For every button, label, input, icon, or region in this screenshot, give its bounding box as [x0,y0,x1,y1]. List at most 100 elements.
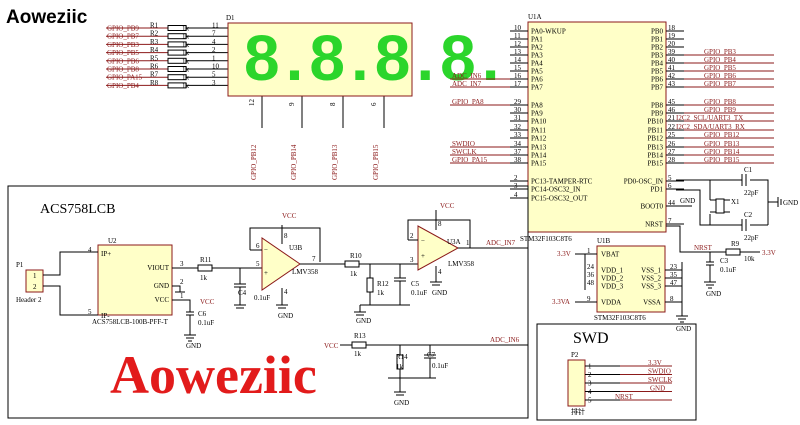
r10-value: 1k [350,270,358,278]
mcu-right-pinno-17: 6 [668,182,672,190]
u3a-part: LMV358 [448,260,475,268]
mcu-left-name-14: PA14 [531,152,547,160]
reset-r: R9 [731,240,740,248]
mcu-right-name-12: PB12 [647,135,663,143]
u2-cap: C6 [198,310,207,318]
u1b-pin-no-0: 1 [587,247,591,255]
u3b-pin6: 6 [256,242,260,250]
p1-designator: P1 [16,261,24,269]
reset-c-value: 0.1uF [720,266,736,274]
mcu-right-pinno-13: 26 [668,140,676,148]
u1b-designator: U1B [597,237,611,245]
mcu-left-name-18: PC15-OSC32_OUT [531,195,588,203]
u1b-pin-no-7: 47 [670,279,678,287]
sensor-frame [7,185,529,419]
mcu-right-name-8: PB8 [651,102,664,110]
mcu-designator: U1A [528,13,542,21]
mcu-right-pinno-18: 44 [668,199,676,207]
amplifier-section: VCC U3B LMV358 GND − + 6 5 7 8 4 C4 0.1u… [172,202,528,325]
mcu-left-pinno-14: 37 [514,148,522,156]
mcu-left-pinno-16: 2 [514,174,518,182]
divider-gnd: GND [394,399,409,407]
divider-section: VCC R13 1k R14 1k C7 0.1uF ADC_IN6 GND [324,332,528,407]
u2-pin-name-0: IP+ [101,250,111,258]
mcu-right-pinno-4: 40 [668,56,676,64]
u1b-rails: 3.3V 3.3VA GND [552,250,691,333]
swd-net-3: GND [650,385,665,393]
svg-text:+: + [421,252,425,260]
amp-out-net: ADC_IN7 [486,239,516,247]
mcu-right-net-11: I2C2_SDA/UART3_RX [676,123,745,131]
mcu-left-pinno-8: 29 [514,98,522,106]
mcu-right-name-9: PB9 [651,110,664,118]
watermark: Aoweziic [110,345,317,405]
mcu-right-net-9: GPIO_PB9 [704,106,736,114]
r14-value: 1k [396,363,404,371]
seg-resistor-value-0: 1k [182,25,190,33]
crystal-x1: X1 [731,198,740,206]
mcu-left-pinno-2: 12 [514,40,522,48]
seg-resistor-value-4: 1k [182,57,190,65]
u1b-pin-name-4: VDDA [601,299,621,307]
header-p1 [25,269,44,293]
mcu-left-pinno-13: 34 [514,140,522,148]
mcu-right-net-13: GPIO_PB13 [704,140,740,148]
sensor-frame-title: ACS758LCB [40,202,115,217]
u3b-part: LMV358 [292,268,319,276]
mcu-left-pinno-18: 4 [514,191,518,199]
mcu-left-name-13: PA13 [531,144,547,152]
display-digits: 8.8.8.8. [244,22,506,94]
u3a-pin2: 2 [410,232,414,240]
u1b-pin-name-3: VDD_3 [601,283,624,291]
u1b-pin-no-6: 35 [670,271,678,279]
mcu-right-name-16: PD0-OSC_IN [624,178,663,186]
u1b-pin-name-1: VDD_1 [601,267,624,275]
u2-part: ACS758LCB-100B-PFF-T [92,318,169,326]
seg-pin-6: 5 [212,71,216,79]
u1b-pin-name-5: VSS_1 [641,267,661,275]
digit-pin-1: 9 [288,102,296,106]
u1b-pin-name-7: VSS_3 [641,283,661,291]
mcu-left-name-2: PA2 [531,44,543,52]
mcu-right-name-19: NRST [645,221,664,229]
crystal-c1: C1 [744,166,753,174]
mcu-right-pinno-1: 19 [668,32,676,40]
mcu-right-net-6: GPIO_PB6 [704,72,736,80]
u3a-pin3: 3 [410,256,414,264]
seg-resistor-label-5: R6 [150,63,159,71]
seven-seg-display [227,22,413,97]
mcu-left-name-16: PC13-TAMPER-RTC [531,178,593,186]
u1b-33va: 3.3VA [552,298,570,306]
mcu-left-name-10: PA10 [531,118,547,126]
mcu-right-name-0: PB0 [651,28,664,36]
u3b-pin8: 8 [284,232,288,240]
mcu-right-name-11: PB11 [648,127,664,135]
r11-value: 1k [200,274,208,282]
mcu-right-pinno-3: 39 [668,48,676,56]
mcu-right-pinno-16: 5 [668,174,672,182]
seg-pin-3: 2 [212,46,216,54]
mcu-left-net-15: GPIO_PA15 [452,156,488,164]
seg-resistor-label-1: R2 [150,30,159,38]
reset-r-value: 10k [744,255,755,263]
u1b-pin-no-5: 23 [670,263,678,271]
seg-pin-2: 4 [212,38,216,46]
mcu-left-name-4: PA4 [531,60,543,68]
seg-pin-4: 1 [212,54,216,62]
seg-resistor-label-3: R4 [150,46,159,54]
mcu-right-net-10: I2C2_SCL/UART3_TX [676,114,743,122]
mcu-right-name-14: PB14 [647,152,663,160]
u1b-pin-no-1: 24 [587,263,595,271]
reset-section: NRST R9 10k C3 0.1uF 3.3V GND [666,225,776,298]
mcu-right-pinno-11: 22 [668,123,676,131]
mcu-right-pinno-15: 28 [668,156,676,164]
mcu-right-name-18: BOOT0 [640,203,663,211]
seg-pin-0: 11 [212,22,219,30]
u2-pin-no-3: 2 [180,278,184,286]
mcu-left-name-5: PA5 [531,68,543,76]
mcu-left-net-8: GPIO_PA8 [452,98,484,106]
c7-value: 0.1uF [432,362,448,370]
mcu-left-pinno-9: 30 [514,106,522,114]
mcu-left-name-17: PC14-OSC32_IN [531,186,580,194]
